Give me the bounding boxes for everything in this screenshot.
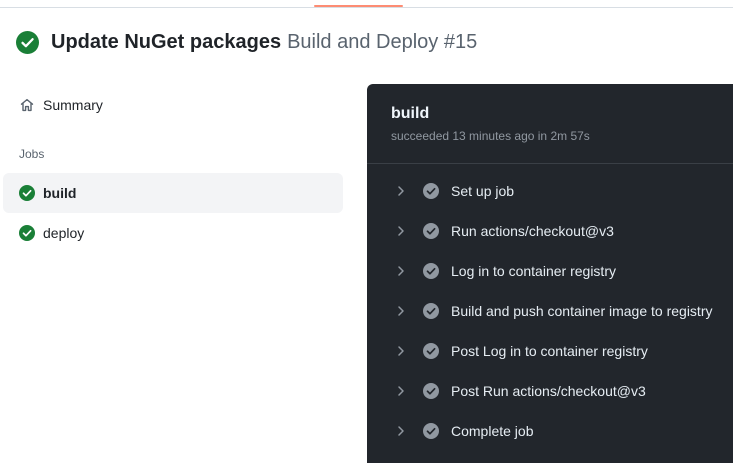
job-steps-list: Set up job Run actions/checkout@v3 Log i… xyxy=(367,171,733,451)
sidebar-item-deploy[interactable]: deploy xyxy=(3,213,343,253)
top-nav-strip xyxy=(0,0,733,8)
sidebar-item-label: deploy xyxy=(43,225,85,241)
jobs-heading: Jobs xyxy=(19,147,45,161)
job-step-label: Complete job xyxy=(451,423,534,439)
job-step-label: Run actions/checkout@v3 xyxy=(451,223,614,239)
job-log-panel: build succeeded 13 minutes ago in 2m 57s… xyxy=(367,84,733,463)
job-step-label: Build and push container image to regist… xyxy=(451,303,713,319)
job-step[interactable]: Post Log in to container registry xyxy=(367,331,733,371)
job-step-label: Set up job xyxy=(451,183,515,199)
job-step-label: Post Log in to container registry xyxy=(451,343,648,359)
sidebar-item-summary[interactable]: Summary xyxy=(3,88,343,122)
workflow-run-name: Build and Deploy #15 xyxy=(287,30,478,53)
job-log-header xyxy=(367,84,733,164)
chevron-right-icon xyxy=(398,346,404,356)
job-step[interactable]: Complete job xyxy=(367,411,733,451)
chevron-right-icon xyxy=(398,386,404,396)
sidebar-item-label: Summary xyxy=(43,97,103,113)
home-icon xyxy=(20,98,34,112)
job-step-label: Log in to container registry xyxy=(451,263,616,279)
check-circle-fill-icon xyxy=(16,30,39,54)
sidebar-item-build[interactable]: build xyxy=(3,173,343,213)
job-step[interactable]: Log in to container registry xyxy=(367,251,733,291)
job-step[interactable]: Post Run actions/checkout@v3 xyxy=(367,371,733,411)
chevron-right-icon xyxy=(398,266,404,276)
job-step[interactable]: Run actions/checkout@v3 xyxy=(367,211,733,251)
run-title: Update NuGet packages xyxy=(51,30,282,53)
job-step[interactable]: Set up job xyxy=(367,171,733,211)
job-step[interactable]: Build and push container image to regist… xyxy=(367,291,733,331)
check-circle-fill-icon xyxy=(423,183,439,199)
check-circle-fill-icon xyxy=(423,223,439,239)
check-circle-fill-icon xyxy=(423,263,439,279)
job-status-text: succeeded 13 minutes ago in 2m 57s xyxy=(391,129,590,143)
check-circle-fill-icon xyxy=(423,343,439,359)
job-step-label: Post Run actions/checkout@v3 xyxy=(451,383,646,399)
chevron-right-icon xyxy=(398,306,404,316)
chevron-right-icon xyxy=(398,186,404,196)
chevron-right-icon xyxy=(398,426,404,436)
job-title: build xyxy=(391,105,430,122)
page-title-row: Update NuGet packages Build and Deploy #… xyxy=(16,28,477,56)
check-circle-fill-icon xyxy=(423,303,439,319)
check-circle-fill-icon xyxy=(423,423,439,439)
check-circle-fill-icon xyxy=(19,225,35,241)
check-circle-fill-icon xyxy=(423,383,439,399)
active-tab-underline xyxy=(314,5,403,7)
chevron-right-icon xyxy=(398,226,404,236)
sidebar-item-label: build xyxy=(43,185,77,201)
check-circle-fill-icon xyxy=(19,185,35,201)
